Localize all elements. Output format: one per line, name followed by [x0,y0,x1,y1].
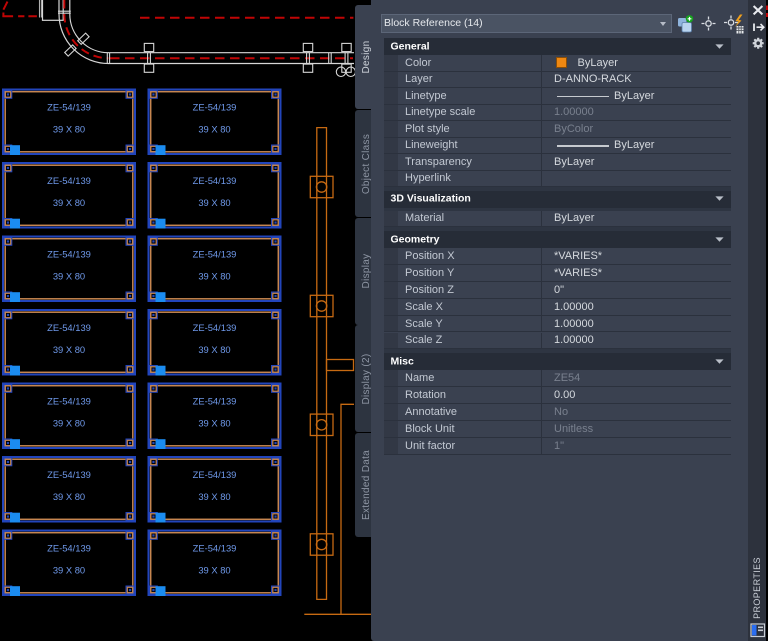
svg-text:ZE-54/139: ZE-54/139 [193,542,237,553]
svg-text:39 X 80: 39 X 80 [53,418,85,429]
svg-text:39 X 80: 39 X 80 [198,124,230,135]
svg-text:ZE-54/139: ZE-54/139 [193,101,237,112]
svg-text:39 X 80: 39 X 80 [198,418,230,429]
svg-text:39 X 80: 39 X 80 [53,344,85,355]
svg-text:ZE-54/139: ZE-54/139 [47,101,91,112]
svg-text:ZE-54/139: ZE-54/139 [47,248,91,259]
svg-text:ZE-54/139: ZE-54/139 [193,469,237,480]
svg-text:39 X 80: 39 X 80 [53,124,85,135]
svg-text:ZE-54/139: ZE-54/139 [47,395,91,406]
svg-text:39 X 80: 39 X 80 [198,344,230,355]
svg-text:ZE-54/139: ZE-54/139 [193,175,237,186]
svg-text:39 X 80: 39 X 80 [53,197,85,208]
svg-text:ZE-54/139: ZE-54/139 [193,248,237,259]
svg-text:39 X 80: 39 X 80 [198,271,230,282]
svg-text:39 X 80: 39 X 80 [198,565,230,576]
svg-text:ZE-54/139: ZE-54/139 [47,175,91,186]
svg-text:39 X 80: 39 X 80 [198,491,230,502]
svg-text:39 X 80: 39 X 80 [198,197,230,208]
svg-text:ZE-54/139: ZE-54/139 [193,395,237,406]
svg-text:ZE-54/139: ZE-54/139 [47,322,91,333]
svg-text:ZE-54/139: ZE-54/139 [193,322,237,333]
svg-text:ZE-54/139: ZE-54/139 [47,542,91,553]
svg-text:39 X 80: 39 X 80 [53,491,85,502]
svg-text:39 X 80: 39 X 80 [53,271,85,282]
svg-text:ZE-54/139: ZE-54/139 [47,469,91,480]
svg-text:39 X 80: 39 X 80 [53,565,85,576]
